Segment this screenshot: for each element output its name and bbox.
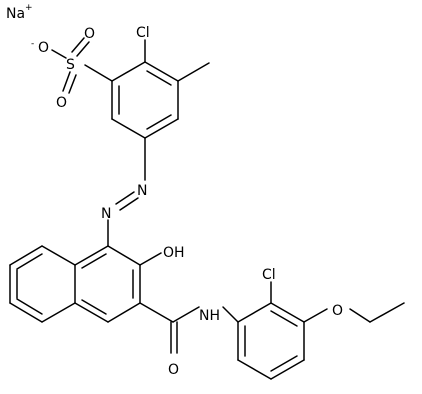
bond-ch2-ch3 bbox=[369, 302, 405, 323]
bonds bbox=[9, 37, 405, 380]
bond-s-o-neg bbox=[51, 49, 67, 59]
atom-o-ethoxy: O bbox=[332, 303, 343, 319]
bond-a6-a1 bbox=[111, 61, 146, 82]
bond-b6-b1-inner bbox=[81, 253, 107, 269]
atom-s: S bbox=[66, 57, 75, 73]
bond-c2-c3-inner bbox=[16, 253, 43, 270]
atom-cl-ring-d: Cl bbox=[262, 267, 276, 283]
atom-o-negative: O bbox=[38, 40, 49, 56]
bond-a1-a2 bbox=[144, 61, 179, 82]
bond-b3-carbonyl bbox=[139, 302, 174, 323]
bond-nh-d1 bbox=[222, 306, 239, 323]
bond-carbonyl-nh bbox=[172, 306, 200, 323]
atom-cl-ring-a: Cl bbox=[136, 25, 150, 41]
atom-amide-nh: NH bbox=[199, 308, 220, 324]
bond-b6-b1 bbox=[74, 245, 109, 266]
bond-d2-d3 bbox=[270, 302, 305, 323]
atom-n-azo-2: N bbox=[101, 206, 111, 222]
bond-d4-d5-inner bbox=[270, 355, 298, 372]
atom-o-negative-charge: - bbox=[31, 39, 34, 49]
bond-d1-d2 bbox=[237, 302, 272, 323]
atom-na: Na bbox=[6, 6, 25, 22]
bond-n1-n2-1 bbox=[115, 191, 135, 205]
bond-n1-n2-2 bbox=[119, 197, 139, 211]
bond-b4-b5 bbox=[74, 302, 109, 323]
bond-c1-c2 bbox=[41, 245, 76, 266]
bond-a3-a4-inner bbox=[146, 114, 172, 130]
bond-d2-d3-inner bbox=[270, 310, 298, 327]
bond-b4-b5-inner bbox=[81, 299, 107, 315]
bond-a3-a4 bbox=[144, 118, 179, 139]
bond-d4-d5 bbox=[270, 359, 305, 380]
bond-s-o-bottom-1 bbox=[62, 71, 71, 92]
bond-s-o-top-1 bbox=[71, 37, 85, 53]
atom-o-carbonyl: O bbox=[168, 362, 179, 378]
bond-b2-oh bbox=[139, 252, 162, 266]
bond-a2-methyl bbox=[177, 62, 210, 82]
bond-c2-c3 bbox=[9, 245, 43, 266]
bond-a4-a5 bbox=[111, 118, 146, 139]
atom-o-sulfonyl-bottom: O bbox=[56, 95, 67, 111]
atom-labels: Na + O - S O O Cl N N OH NH O Cl O bbox=[6, 3, 343, 378]
bond-a6-s bbox=[84, 64, 113, 82]
bond-d3-o-et bbox=[303, 308, 328, 323]
bond-c5-c6 bbox=[41, 302, 76, 323]
bond-b1-b2 bbox=[107, 245, 141, 266]
atom-na-charge: + bbox=[25, 3, 33, 13]
atom-o-sulfonyl-top: O bbox=[84, 26, 95, 42]
bond-s-o-bottom-2 bbox=[68, 74, 77, 94]
bond-s-o-top-2 bbox=[76, 41, 90, 57]
bond-c4-c5-inner bbox=[16, 298, 43, 315]
atom-hydroxyl: OH bbox=[163, 245, 185, 261]
bond-b3-b4 bbox=[107, 302, 141, 323]
bond-o-et-ch2 bbox=[349, 308, 371, 323]
bond-c4-c5 bbox=[9, 302, 43, 323]
bond-a1-a2-inner bbox=[146, 70, 172, 86]
bond-d5-d6 bbox=[237, 359, 272, 380]
atom-n-azo-1: N bbox=[137, 183, 147, 199]
